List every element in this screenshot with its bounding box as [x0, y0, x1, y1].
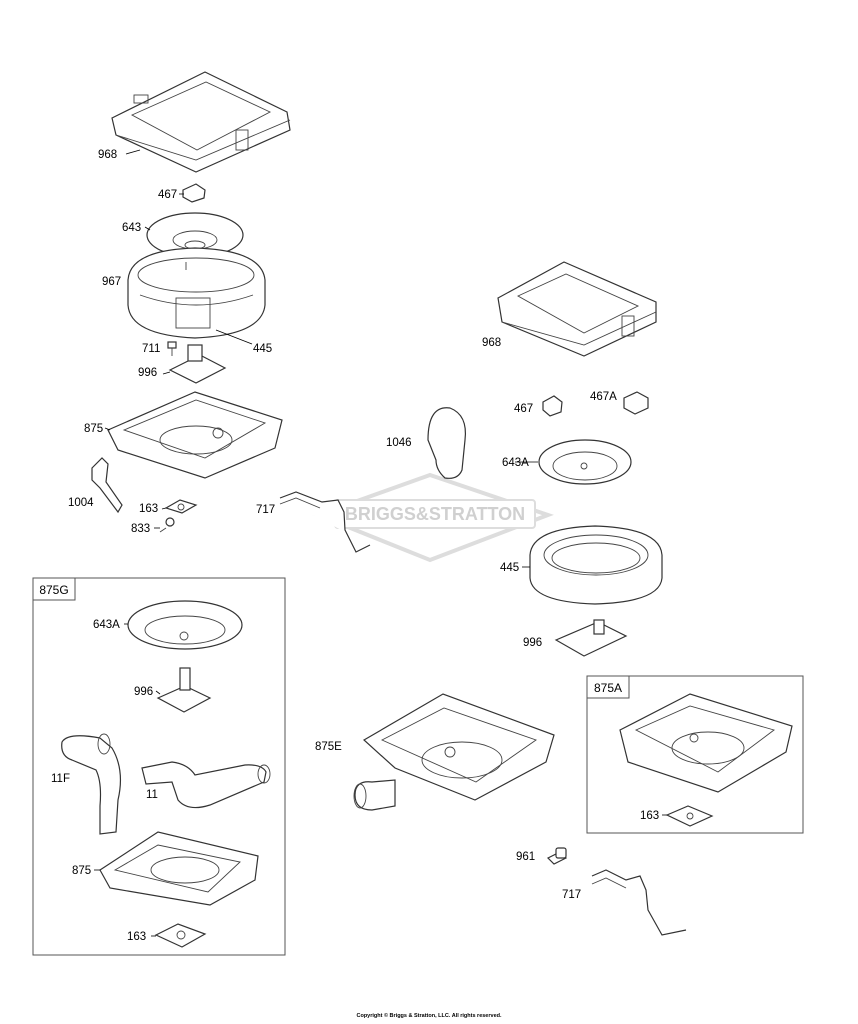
label-643A-kit: 643A: [93, 619, 120, 631]
label-875-kit: 875: [72, 865, 91, 877]
kit-title-875A: 875A: [594, 681, 622, 695]
label-875E: 875E: [315, 741, 342, 753]
part-11F-elbow[interactable]: [61, 733, 122, 835]
label-467A: 467A: [590, 391, 617, 403]
part-1046-foam[interactable]: [427, 407, 467, 479]
label-967: 967: [102, 276, 121, 288]
kit-box-875G: 875G: [32, 577, 286, 956]
label-1046: 1046: [386, 437, 412, 449]
label-467-left: 467: [158, 189, 177, 201]
leader-lines: [94, 149, 667, 937]
label-643: 643: [122, 222, 141, 234]
part-number-labels: 968 467 643 967 445 711 996 875 1004 163…: [51, 149, 659, 943]
label-643A-right: 643A: [502, 457, 529, 469]
part-717-bracket-left[interactable]: [279, 491, 371, 553]
part-163-gasket-875A[interactable]: [665, 805, 714, 827]
label-163-875A: 163: [640, 810, 659, 822]
part-1004-tube[interactable]: [91, 457, 123, 514]
label-163-kit: 163: [127, 931, 146, 943]
label-717-left: 717: [256, 504, 275, 516]
part-717-bracket-right[interactable]: [591, 869, 687, 936]
part-643A-disc-right[interactable]: [538, 439, 632, 485]
part-711-screw-left[interactable]: [167, 341, 177, 356]
part-163-gasket-left[interactable]: [164, 499, 198, 514]
part-875E-base[interactable]: [353, 693, 555, 811]
label-996-left: 996: [138, 367, 157, 379]
label-717-right: 717: [562, 889, 581, 901]
label-445-left: 445: [253, 343, 272, 355]
part-968-cover-right[interactable]: [497, 261, 657, 357]
label-875-left: 875: [84, 423, 103, 435]
part-996-bracket-left[interactable]: [168, 344, 227, 384]
label-833: 833: [131, 523, 150, 535]
part-833-screw[interactable]: [159, 517, 175, 533]
label-1004: 1004: [68, 497, 94, 509]
label-163-left: 163: [139, 503, 158, 515]
label-996-right: 996: [523, 637, 542, 649]
label-467-right: 467: [514, 403, 533, 415]
part-11-hose[interactable]: [141, 761, 271, 809]
label-996-kit: 996: [134, 686, 153, 698]
kit-title-875G: 875G: [39, 583, 68, 597]
part-445-filter-right[interactable]: [529, 525, 663, 605]
part-163-gasket-kit[interactable]: [154, 923, 207, 948]
label-968-right: 968: [482, 337, 501, 349]
label-11: 11: [146, 789, 158, 801]
part-996-bracket-kit[interactable]: [156, 667, 212, 713]
part-875-base-kit[interactable]: [99, 831, 259, 906]
label-711: 711: [142, 343, 160, 355]
part-467-knob-right[interactable]: [542, 395, 563, 417]
part-967-filter-left[interactable]: [127, 247, 266, 339]
part-875A-base[interactable]: [619, 693, 793, 793]
part-467-knob-left[interactable]: [182, 183, 206, 203]
watermark: BRIGGS&STRATTON: [312, 472, 554, 563]
label-961: 961: [516, 851, 535, 863]
label-445-right: 445: [500, 562, 519, 574]
part-968-cover-left[interactable]: [111, 71, 291, 173]
part-961-screw[interactable]: [546, 847, 568, 865]
part-996-bracket-right[interactable]: [554, 619, 628, 657]
label-968-left: 968: [98, 149, 117, 161]
copyright-notice: Copyright © Briggs & Stratton, LLC. All …: [356, 1013, 502, 1019]
part-875-base-left[interactable]: [107, 391, 283, 479]
part-643A-disc-kit[interactable]: [127, 600, 243, 650]
label-11F: 11F: [51, 773, 70, 785]
watermark-text: BRIGGS&STRATTON: [345, 504, 525, 524]
part-467A-knob[interactable]: [623, 391, 649, 415]
kit-box-875A: 875A: [586, 675, 804, 834]
